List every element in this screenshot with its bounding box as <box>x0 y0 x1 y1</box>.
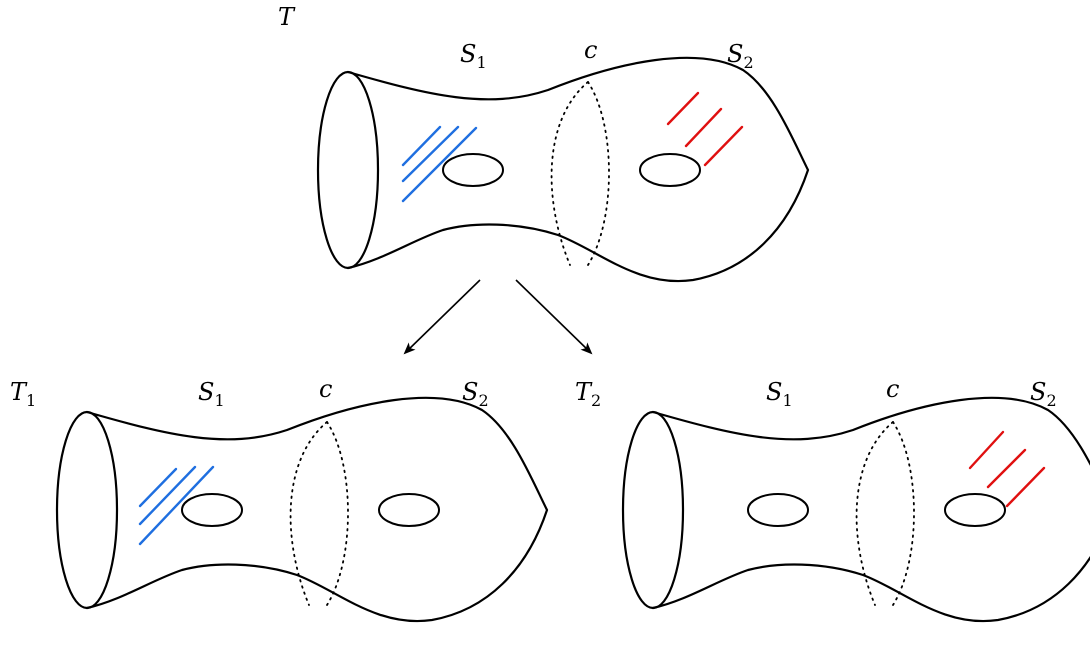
surface-t-outline <box>316 56 810 283</box>
label-t1-s2: S2 <box>462 378 489 410</box>
label-t2-s2: S2 <box>1030 378 1057 410</box>
label-t1-s1: S1 <box>198 378 225 410</box>
arrow-to-t1 <box>403 279 481 355</box>
label-t1-c: c <box>319 375 332 403</box>
arrow-to-t2 <box>515 279 593 355</box>
label-t2-c: c <box>886 375 899 403</box>
surface-t1: T1 S1 c S2 <box>10 375 549 623</box>
surface-t2: T2 S1 c S2 <box>575 375 1090 623</box>
surface-t1-outline <box>55 396 549 623</box>
label-t-s1: S1 <box>460 40 487 72</box>
label-t-s2: S2 <box>727 40 754 72</box>
label-t: T <box>278 3 296 31</box>
red-hatch-t2 <box>968 430 1046 508</box>
label-t2: T2 <box>575 378 601 410</box>
red-hatch-t <box>666 91 744 167</box>
label-t2-s1: S1 <box>766 378 793 410</box>
label-t-c: c <box>584 36 597 64</box>
surface-t: T S1 c S2 <box>278 3 810 283</box>
surface-t2-outline <box>621 396 1090 623</box>
label-t1: T1 <box>10 378 36 410</box>
blue-hatch-t1 <box>138 465 215 546</box>
blue-hatch-t <box>401 125 478 203</box>
